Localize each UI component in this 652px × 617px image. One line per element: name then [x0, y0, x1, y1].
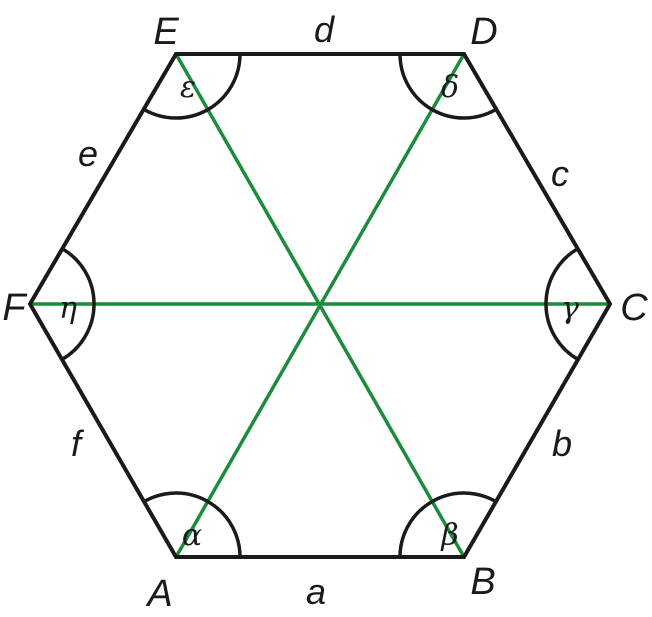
vertex-label-d: D	[470, 11, 497, 53]
angle-arc-alpha	[143, 491, 242, 558]
side-label-d: d	[314, 9, 335, 50]
vertex-label-b: B	[470, 561, 495, 603]
angle-arc-eta	[61, 247, 96, 361]
angle-arc-delta	[398, 53, 498, 120]
angle-label-epsilon: ε	[180, 70, 196, 105]
side-label-c: c	[551, 153, 569, 194]
angle-arc-epsilon	[142, 53, 242, 120]
angle-label-beta: β	[440, 518, 458, 553]
angle-arc-gamma	[544, 247, 579, 361]
side-label-b: b	[552, 423, 572, 464]
angle-label-delta: δ	[441, 70, 459, 105]
angle-arc-beta	[398, 491, 497, 558]
angle-label-eta: η	[59, 291, 77, 326]
hexagon-outline	[27, 52, 613, 559]
angle-label-gamma: γ	[561, 291, 579, 326]
side-label-f: f	[71, 423, 85, 464]
vertex-label-a: A	[145, 573, 172, 615]
side-label-a: a	[306, 571, 326, 612]
vertex-label-e: E	[153, 11, 179, 53]
vertex-label-f: F	[2, 287, 27, 329]
vertex-label-c: C	[620, 287, 648, 329]
angle-label-alpha: α	[182, 518, 202, 553]
side-label-e: e	[78, 133, 98, 174]
